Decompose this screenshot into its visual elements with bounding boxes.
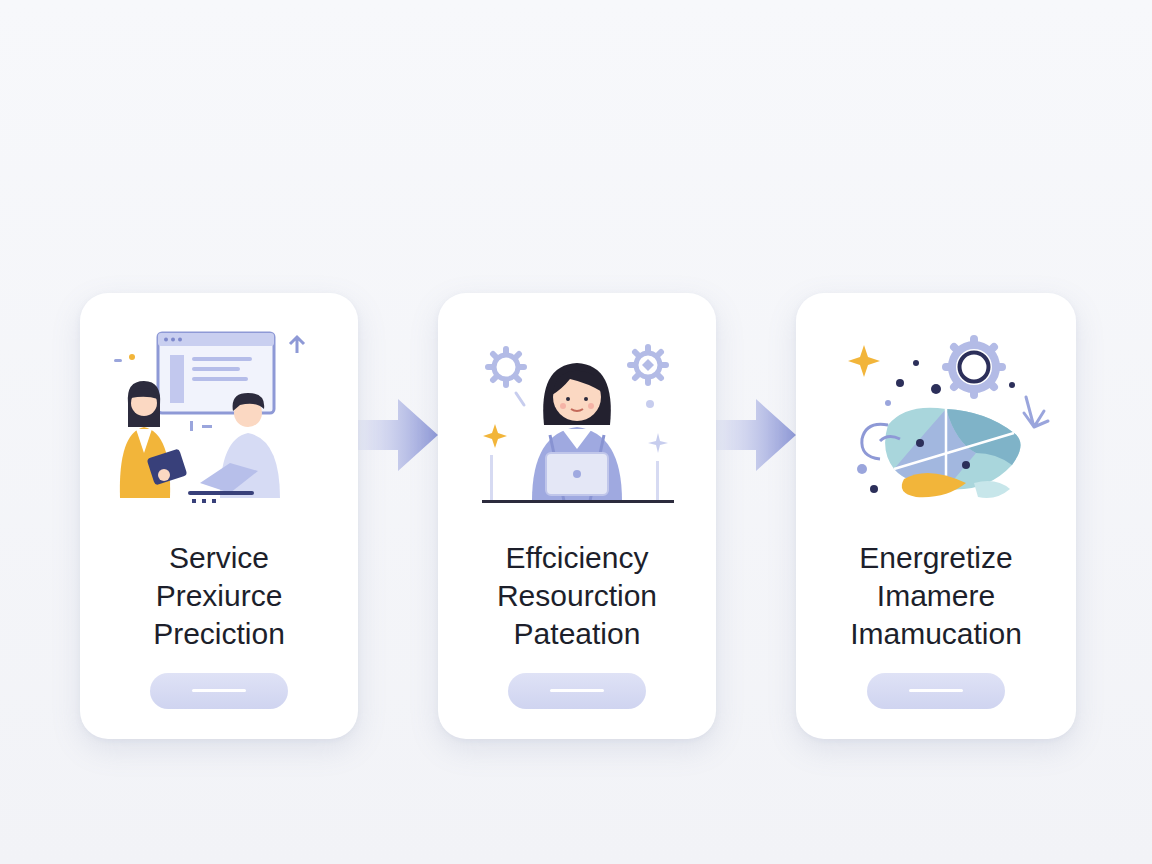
pill-line xyxy=(550,689,604,692)
pill-button xyxy=(508,673,646,709)
team-illustration xyxy=(80,293,358,533)
process-card: Energretize Imamere Imamucation xyxy=(796,293,1076,739)
pill-line xyxy=(909,689,963,692)
card-title: Effciciency Resourction Pateation xyxy=(465,539,689,653)
worker-illustration xyxy=(438,293,716,533)
abstract-illustration xyxy=(796,293,1076,533)
process-card: Service Prexiurce Preciction xyxy=(80,293,358,739)
card-title: Service Prexiurce Preciction xyxy=(107,539,331,653)
pill-button xyxy=(867,673,1005,709)
process-card: Effciciency Resourction Pateation xyxy=(438,293,716,739)
card-text-block: Effciciency Resourction Pateation xyxy=(458,539,696,653)
flow-arrow xyxy=(358,399,438,471)
card-title: Energretize Imamere Imamucation xyxy=(824,539,1048,653)
flow-arrow xyxy=(716,399,796,471)
pill-button xyxy=(150,673,288,709)
card-text-block: Energretize Imamere Imamucation xyxy=(816,539,1056,653)
pill-line xyxy=(192,689,246,692)
card-text-block: Service Prexiurce Preciction xyxy=(100,539,338,653)
